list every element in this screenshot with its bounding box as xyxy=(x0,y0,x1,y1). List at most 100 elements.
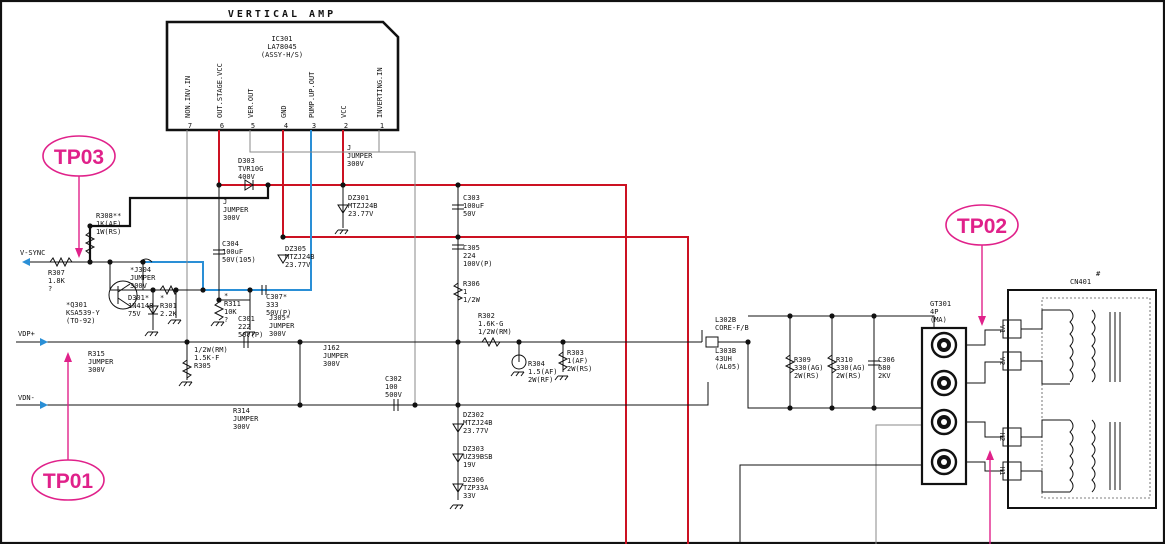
cn401-mark: # xyxy=(1096,270,1101,278)
r308-label: R308**1K(AF)1W(RS) xyxy=(96,212,121,236)
junction-dot xyxy=(745,339,751,345)
tp01-label: TP01 xyxy=(43,470,94,493)
ic301-block: VERTICAL AMP IC301 LA78045 (ASSY-H/S) NO… xyxy=(165,9,400,132)
tp03-label: TP03 xyxy=(54,146,104,169)
ic-pin-names: NON.INV.IN7OUT.STAGE.VCC6VER.OUT5GND4PUM… xyxy=(184,63,384,130)
r310-resistor xyxy=(826,354,838,374)
ic-pin-number: 7 xyxy=(188,122,192,130)
r301-resistor xyxy=(159,284,179,296)
ground-icon xyxy=(144,331,159,337)
r309-resistor xyxy=(784,354,796,374)
gt301-connector xyxy=(920,326,968,486)
ic-title: VERTICAL AMP xyxy=(228,9,336,20)
junction-dot xyxy=(87,223,93,229)
d303-diode xyxy=(244,179,254,191)
junction-dot xyxy=(216,182,222,188)
j304-jumper xyxy=(139,258,153,263)
junction-dot xyxy=(280,234,286,240)
junction-dots xyxy=(87,182,877,411)
ic-pin-name: GND xyxy=(280,105,288,118)
junction-dot xyxy=(184,339,190,345)
junction-dot xyxy=(247,287,253,293)
ic-note: (ASSY-H/S) xyxy=(261,51,303,59)
junction-dot xyxy=(455,402,461,408)
ic-pin-number: 4 xyxy=(284,122,288,130)
ic-part: LA78045 xyxy=(267,43,297,51)
vdp-label: VDP+ xyxy=(18,330,35,338)
ic-pin-name: NON.INV.IN xyxy=(184,76,192,118)
ground-icon xyxy=(510,371,525,377)
junction-dot xyxy=(871,313,877,319)
junction-dot xyxy=(297,339,303,345)
ic-pin-number: 6 xyxy=(220,122,224,130)
ground-icon xyxy=(167,319,182,325)
coil-pin-label: V2 xyxy=(998,357,1006,365)
gray-nets xyxy=(186,130,935,544)
ground-icon xyxy=(178,381,193,387)
gt301-pin xyxy=(930,408,958,436)
dz302-zener xyxy=(452,423,464,433)
r308-resistor xyxy=(84,231,96,255)
junction-dot xyxy=(265,182,271,188)
junction-dot xyxy=(829,405,835,411)
tp02-label: TP02 xyxy=(957,215,1007,238)
ic-pin-number: 1 xyxy=(380,122,384,130)
ground-icon xyxy=(554,375,569,381)
cn401-yoke xyxy=(1002,289,1157,509)
ground-icon xyxy=(210,321,225,327)
vdn-arrow-icon xyxy=(40,401,48,409)
vertical-coil xyxy=(1021,309,1121,385)
r307-resistor xyxy=(49,256,73,268)
coil-pin-label: H2 xyxy=(998,433,1006,441)
d301-diode xyxy=(147,305,159,315)
r302-resistor xyxy=(481,336,501,348)
junction-dot xyxy=(455,182,461,188)
dz306-zener xyxy=(452,483,464,493)
ic-pin-name: INVERTING.IN xyxy=(376,67,384,118)
red-nets xyxy=(218,130,689,544)
vdn-label: VDN- xyxy=(18,394,35,402)
ic-pin-number: 2 xyxy=(344,122,348,130)
dz303-zener xyxy=(452,453,464,463)
ic-ref: IC301 xyxy=(271,35,292,43)
ic-pin-name: VCC xyxy=(340,105,348,118)
coil-pin-label: H1 xyxy=(998,467,1006,475)
ic-pin-name: VER.OUT xyxy=(247,88,255,118)
gt301-pin xyxy=(930,448,958,476)
ground-icon xyxy=(334,229,349,235)
junction-dot xyxy=(340,182,346,188)
r306-resistor xyxy=(452,282,464,301)
ground-icon xyxy=(241,331,256,337)
junction-dot xyxy=(829,313,835,319)
ic-pin-name: OUT.STAGE.VCC xyxy=(216,63,224,118)
junction-dot xyxy=(516,339,522,345)
